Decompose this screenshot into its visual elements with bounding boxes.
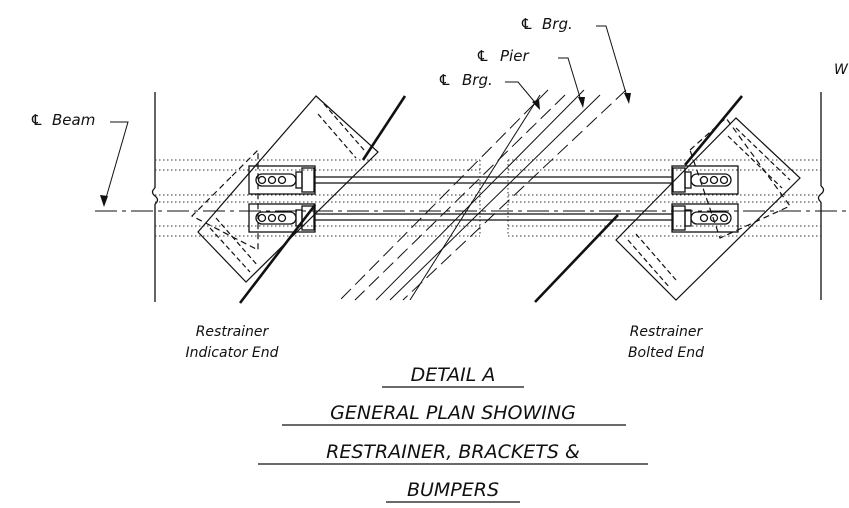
right-bracket bbox=[615, 117, 801, 301]
beam-label: Beam bbox=[52, 111, 95, 129]
left-bracket bbox=[190, 95, 379, 283]
title-line-2: GENERAL PLAN SHOWING bbox=[330, 402, 576, 424]
brg-lower-cl-symbol: ℄ bbox=[438, 71, 451, 89]
bolted-end-label-line2: Bolted End bbox=[628, 345, 704, 361]
bolted-end-label-line1: Restrainer bbox=[630, 324, 704, 340]
left-restrainer-assembly bbox=[248, 165, 316, 233]
beam-flange-lines bbox=[155, 159, 821, 237]
title-line-1: DETAIL A bbox=[411, 364, 496, 386]
title-line-4: BUMPERS bbox=[407, 479, 499, 501]
pier-label: Pier bbox=[500, 47, 529, 65]
restrainer-rods bbox=[315, 176, 672, 221]
beam-cl-symbol: ℄ bbox=[30, 111, 43, 129]
leader-lines bbox=[103, 25, 629, 206]
cut-off-label: W bbox=[834, 62, 849, 78]
left-beam-end bbox=[151, 92, 159, 302]
right-beam-end bbox=[817, 92, 825, 300]
brg-lower-label: Brg. bbox=[462, 71, 493, 89]
brg-top-cl-symbol: ℄ bbox=[520, 15, 533, 33]
right-restrainer-assembly bbox=[671, 165, 739, 233]
title-line-3: RESTRAINER, BRACKETS & bbox=[326, 441, 580, 463]
indicator-end-label-line1: Restrainer bbox=[196, 324, 270, 340]
brg-top-label: Brg. bbox=[542, 15, 573, 33]
leader-arrows bbox=[100, 93, 631, 207]
detail-title: DETAIL A GENERAL PLAN SHOWING RESTRAINER… bbox=[258, 364, 648, 503]
pier-cl-symbol: ℄ bbox=[476, 47, 489, 65]
skew-centerlines bbox=[339, 89, 627, 301]
indicator-end-label-line2: Indicator End bbox=[186, 345, 279, 361]
pier-faces bbox=[238, 95, 744, 304]
